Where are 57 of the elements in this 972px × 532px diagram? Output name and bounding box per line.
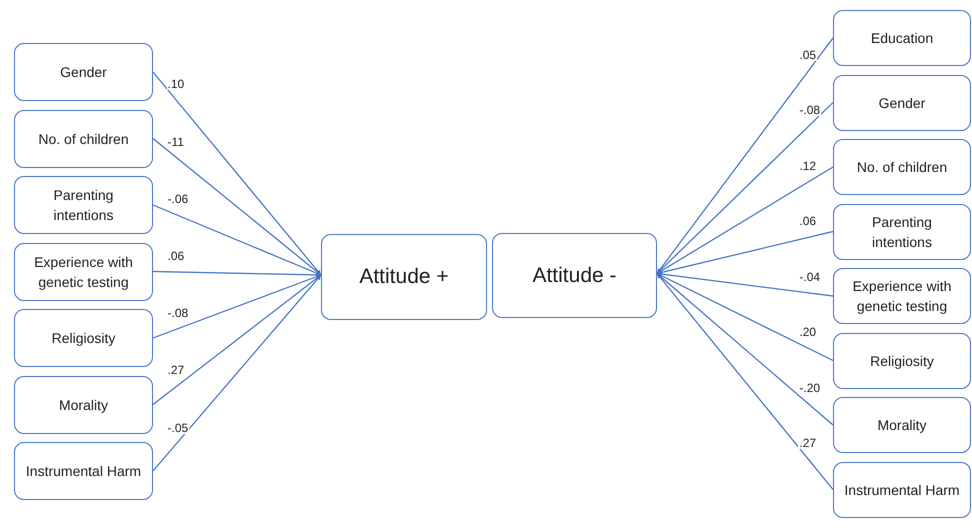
edge-label: .20 [798, 326, 818, 338]
arrow [152, 274, 322, 472]
predictor-box [833, 10, 971, 66]
node-text: Instrumental Harm [26, 462, 142, 481]
predictor-box [14, 309, 153, 367]
node-text: Experience with genetic testing [33, 252, 134, 292]
predictor-box [14, 376, 153, 434]
edge-label: .27 [166, 364, 186, 376]
edge-label: .12 [798, 160, 818, 172]
predictor-box [833, 74, 971, 130]
edge-label: -.08 [166, 307, 190, 320]
outcome-box [492, 233, 657, 318]
node-text: Parenting intentions [52, 186, 114, 225]
edge-label: .27 [798, 437, 818, 450]
node-text: Instrumental Harm [844, 480, 960, 500]
predictor-box [14, 442, 153, 500]
node-text: Attitude - [532, 262, 617, 288]
edge-label: -11 [166, 136, 185, 148]
predictor-box [833, 397, 971, 453]
arrow [152, 274, 322, 405]
edge-label: .10 [166, 78, 186, 90]
predictor-box [14, 110, 153, 168]
node-text: Religiosity [870, 352, 934, 370]
edge-label: -.05 [166, 422, 190, 434]
node-text: Morality [877, 416, 926, 435]
node-text: Experience with genetic testing [852, 277, 952, 316]
edge-label: -.08 [798, 104, 822, 116]
node-text: Education [870, 29, 934, 48]
predictor-box [14, 176, 153, 234]
node-text: Attitude + [359, 264, 449, 290]
node-text: No. of children [856, 158, 948, 177]
node-text: No. of children [38, 130, 129, 148]
arrow [656, 273, 834, 490]
predictor-box [14, 242, 153, 300]
arrow [152, 72, 322, 276]
predictor-box [14, 43, 153, 101]
predictor-box [833, 332, 971, 388]
edge-label: -.04 [798, 270, 822, 283]
predictor-box [833, 204, 971, 260]
edge-label: .06 [798, 215, 818, 228]
edge-label: -.06 [166, 192, 190, 205]
arrow [656, 273, 834, 426]
predictor-box [833, 268, 971, 324]
node-text: Gender [878, 94, 926, 112]
edge-label: .06 [166, 250, 186, 262]
edge-label: .05 [798, 48, 818, 61]
predictor-box [833, 139, 971, 195]
node-text: Religiosity [52, 329, 116, 348]
arrow [152, 138, 322, 276]
outcome-box [321, 234, 487, 320]
arrow [656, 102, 834, 274]
node-text: Parenting intentions [871, 212, 933, 252]
edge-label: -.20 [798, 382, 822, 394]
predictor-box [833, 462, 971, 518]
node-text: Gender [60, 63, 107, 82]
node-text: Morality [58, 396, 108, 414]
arrow [656, 38, 834, 274]
